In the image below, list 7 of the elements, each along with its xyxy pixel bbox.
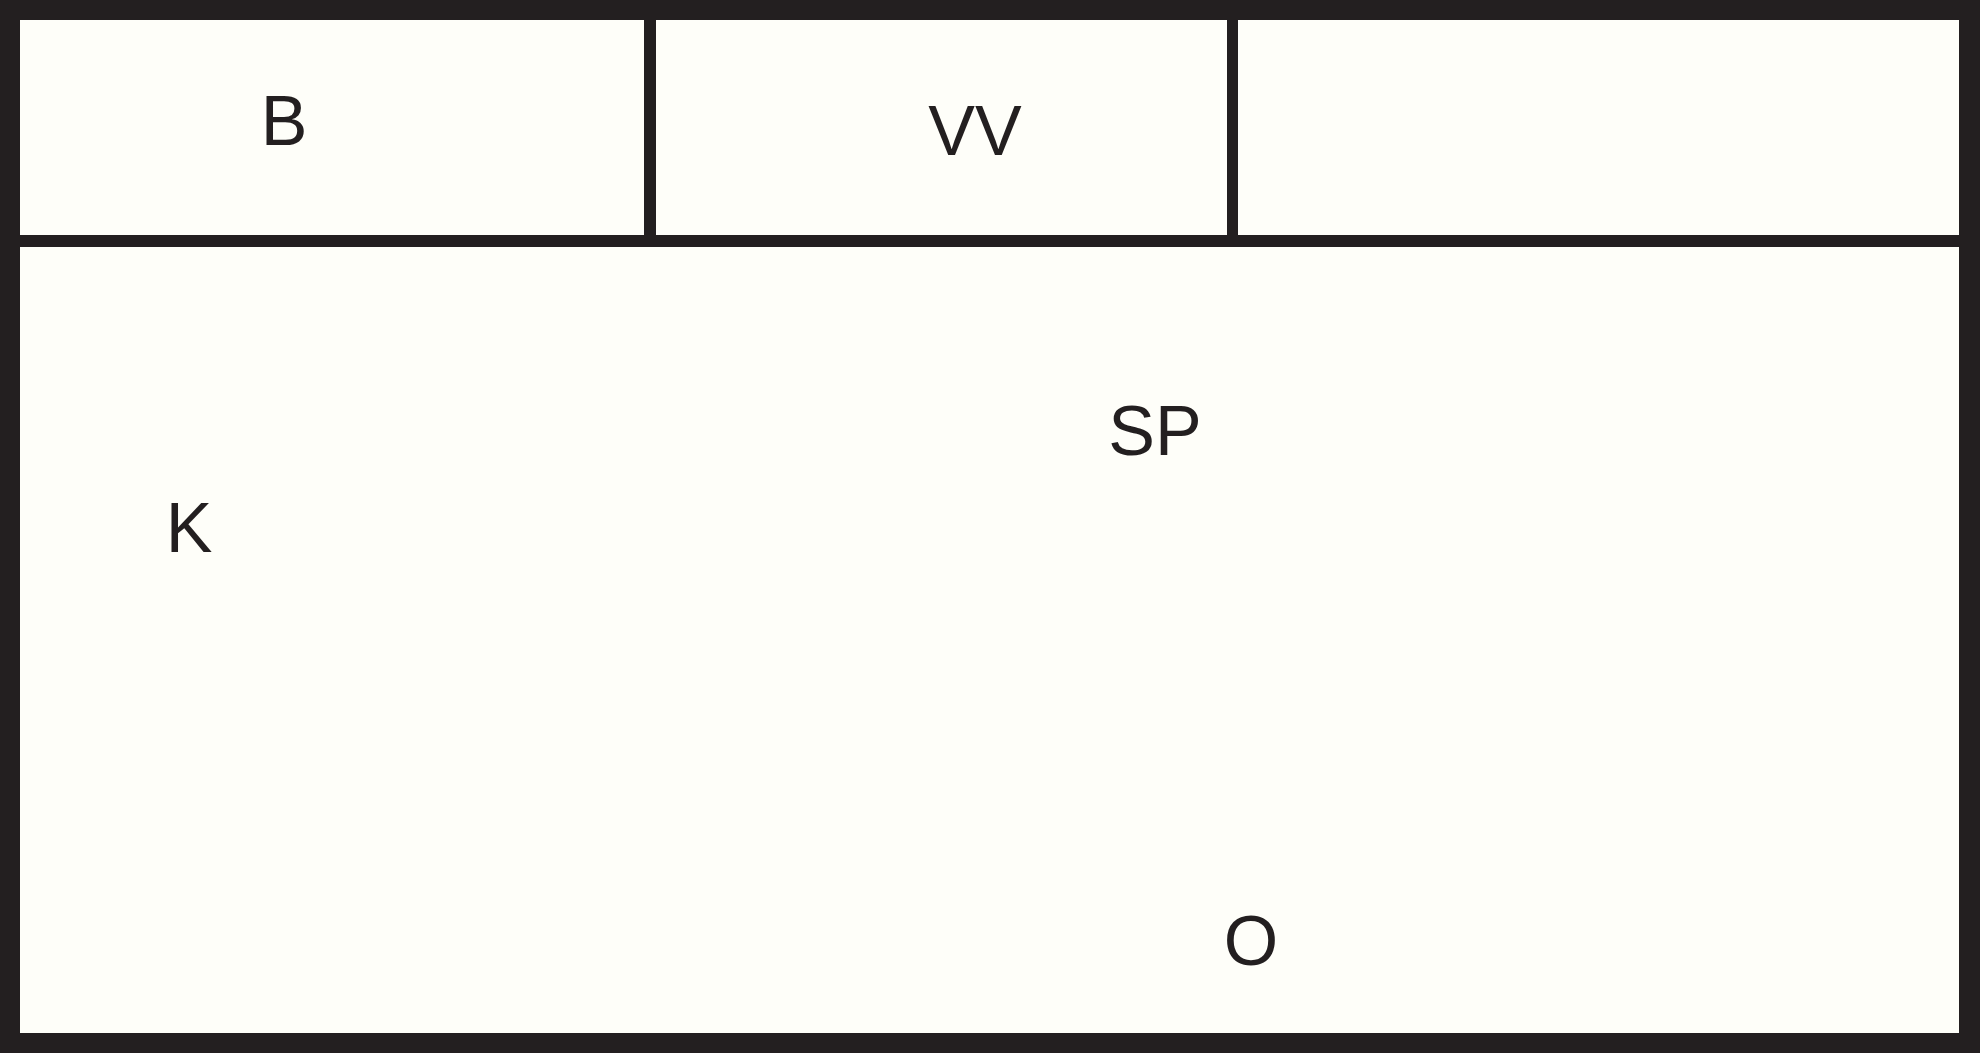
room-label: VV xyxy=(928,96,1022,166)
room-label: K xyxy=(165,493,213,563)
room-label: B xyxy=(260,86,308,156)
room-label: SP xyxy=(1108,396,1202,466)
room xyxy=(656,20,1238,247)
room xyxy=(20,20,656,247)
room-label: O xyxy=(1223,906,1279,976)
